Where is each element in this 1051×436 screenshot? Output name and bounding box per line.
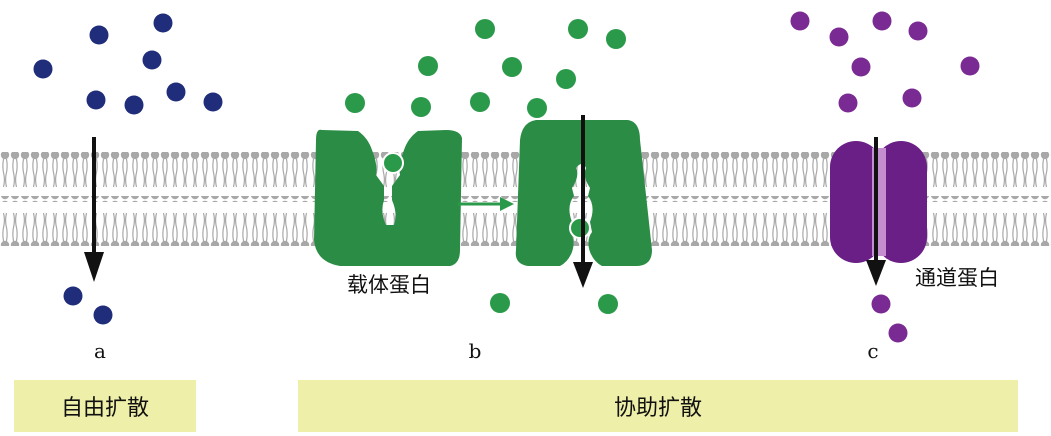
particle <box>839 94 858 113</box>
particle <box>527 98 547 118</box>
panel-label-b: b <box>469 339 482 363</box>
particle <box>909 22 928 41</box>
particle <box>204 93 223 112</box>
carrier-protein-label: 载体蛋白 <box>347 273 431 297</box>
particle <box>411 97 431 117</box>
particle <box>475 19 495 39</box>
particle <box>873 12 892 31</box>
particle <box>143 51 162 70</box>
panel-label-c: c <box>867 339 878 363</box>
channel-protein <box>830 141 927 263</box>
particle <box>490 293 510 313</box>
particle <box>889 324 908 343</box>
particle <box>791 12 810 31</box>
facilitated-diffusion-label: 协助扩散 <box>614 390 702 422</box>
particle <box>502 57 522 77</box>
particle <box>167 83 186 102</box>
particle <box>87 91 106 110</box>
free-diffusion-band: 自由扩散 <box>14 380 196 432</box>
particle <box>154 14 173 33</box>
particle <box>830 28 849 47</box>
panel-label-a: a <box>94 339 106 363</box>
particle <box>418 56 438 76</box>
particle <box>872 295 891 314</box>
particle <box>64 287 83 306</box>
particle <box>556 69 576 89</box>
particle <box>903 89 922 108</box>
channel-protein-label: 通道蛋白 <box>915 266 999 290</box>
particle <box>90 26 109 45</box>
free-diffusion-label: 自由扩散 <box>61 390 149 422</box>
particle <box>852 58 871 77</box>
particle <box>34 60 53 79</box>
particle <box>345 93 365 113</box>
particle <box>606 29 626 49</box>
particle <box>94 306 113 325</box>
particle <box>568 19 588 39</box>
particle <box>598 294 618 314</box>
particle <box>961 57 980 76</box>
facilitated-diffusion-band: 协助扩散 <box>298 380 1018 432</box>
particle <box>470 92 490 112</box>
particle <box>125 96 144 115</box>
